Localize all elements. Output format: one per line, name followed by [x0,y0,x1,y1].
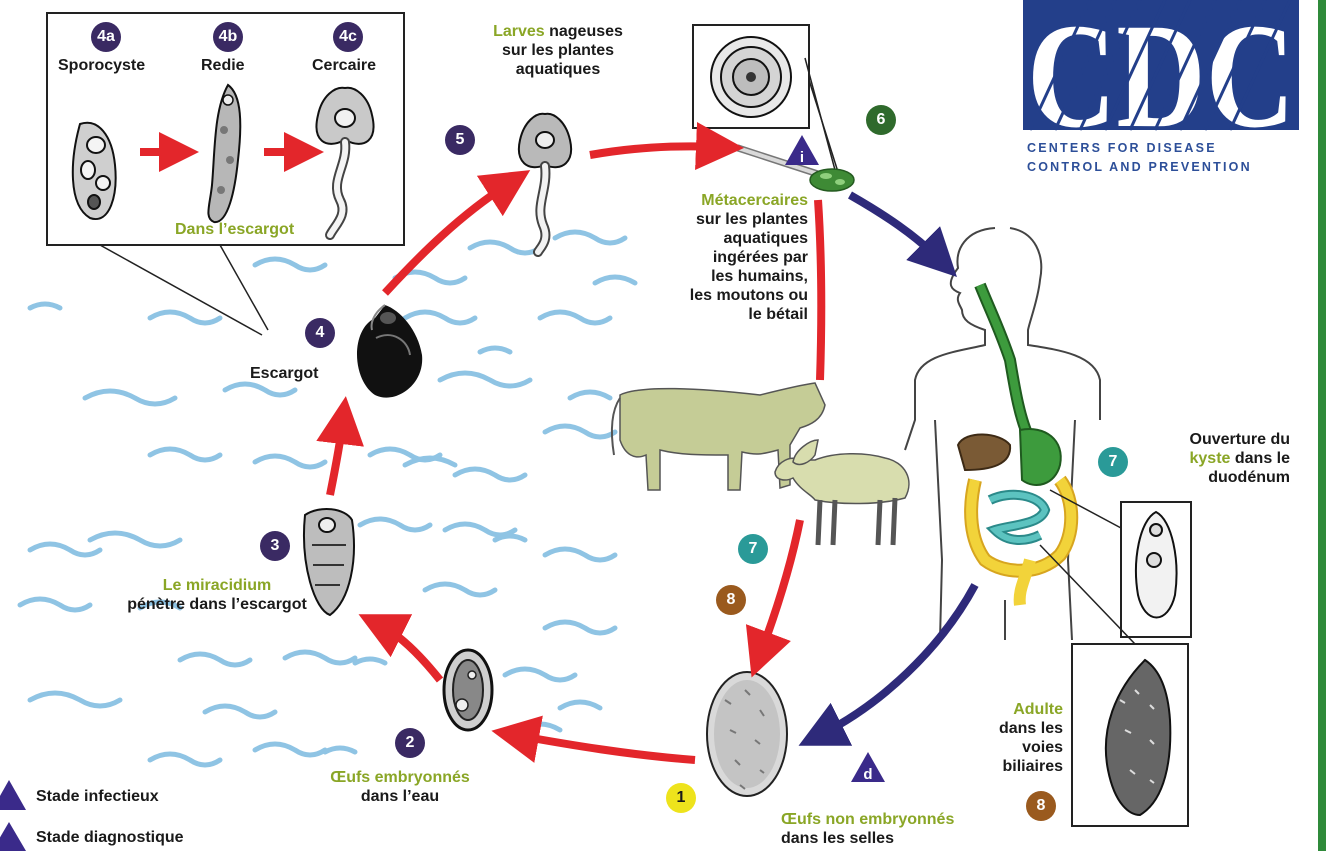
arrow-3-to-4 [330,420,343,495]
arrow-2-to-3 [380,625,440,680]
miracidium-rest: pénètre dans l’escargot [92,595,342,614]
arrow-human-to-1 [820,585,975,735]
larves-green: Larves [493,23,545,40]
ouverture-line-1: Ouverture du [1130,430,1290,449]
label-ouverture-kyste: Ouverture du kyste dans le duodénum [1130,430,1290,487]
arrow-meta-down [818,200,821,380]
oeufs-non-rest: dans les selles [781,829,954,848]
meta-green: Métacercaires [636,191,808,210]
meta-line-1: sur les plantes [636,210,808,229]
meta-line-2: aquatiques [636,229,808,248]
infectious-marker-letter: i [800,149,804,166]
digestive-tract-illustration [958,285,1071,605]
label-oeufs-embryonnes: Œufs embryonnés dans l’eau [320,768,480,806]
label-cercaire: Cercaire [312,56,376,75]
unembryonated-egg-illustration [707,672,787,796]
legend-infectious: Stade infectieux [36,787,159,806]
larves-rest-3: aquatiques [468,60,648,79]
swimming-larva-illustration [519,114,571,252]
stage-8-badge-animals: 8 [716,585,746,615]
snail-illustration [357,305,422,398]
stage-2-badge: 2 [395,728,425,758]
meta-line-4: les humains, [636,267,808,286]
label-sporocyste: Sporocyste [58,56,145,75]
ouverture-line-3: duodénum [1130,468,1290,487]
larves-rest-2: sur les plantes [468,41,648,60]
adulte-line-2: voies [960,738,1063,757]
stage-3-badge: 3 [260,531,290,561]
stage-8-badge-human: 8 [1026,791,1056,821]
stage-7-badge-human: 7 [1098,447,1128,477]
cdc-logo-graphic: CDC [1023,0,1299,159]
label-oeufs-non-embryonnes: Œufs non embryonnés dans les selles [781,810,954,848]
badge-4a: 4a [91,22,121,52]
label-dans-escargot: Dans l’escargot [175,220,294,239]
stage-5-badge: 5 [445,125,475,155]
badge-4c: 4c [333,22,363,52]
arrow-1-to-2 [515,735,695,760]
badge-4b: 4b [213,22,243,52]
stage-1-badge: 1 [666,783,696,813]
adulte-line-1: dans les [960,719,1063,738]
adulte-line-3: biliaires [960,757,1063,776]
stage-7-badge-animals: 7 [738,534,768,564]
legend-infectious-triangle [0,780,26,810]
label-adulte: Adulte dans les voies biliaires [960,700,1063,776]
embryonated-egg-illustration [444,650,492,730]
stage-4-badge: 4 [305,318,335,348]
water-waves [20,232,635,765]
right-border [1318,0,1326,851]
ouverture-line-2: dans le [1230,450,1290,467]
arrow-5-to-6 [590,146,720,155]
label-redie: Redie [201,56,245,75]
adulte-green: Adulte [960,700,1063,719]
oeufs-emb-green: Œufs embryonnés [320,768,480,787]
meta-line-5: les moutons ou [636,286,808,305]
label-metacercaires: Métacercaires sur les plantes aquatiques… [636,191,808,324]
miracidium-green: Le miracidium [92,576,342,595]
oeufs-emb-rest: dans l’eau [320,787,480,806]
legend-diagnostic-triangle [0,822,26,851]
stage-6-badge: 6 [866,105,896,135]
label-escargot: Escargot [250,364,318,383]
arrow-animals-to-1 [760,520,800,655]
cdc-line-1: CENTERS FOR DISEASE [1027,141,1217,155]
label-miracidium: Le miracidium pénètre dans l’escargot [92,576,342,614]
legend-diagnostic: Stade diagnostique [36,828,184,847]
human-body-illustration [905,228,1100,640]
label-larves: Larves nageuses sur les plantes aquatiqu… [468,22,648,79]
meta-line-3: ingérées par [636,248,808,267]
arrow-6-to-human [850,195,940,260]
meta-line-6: le bétail [636,305,808,324]
diagnostic-marker-letter: d [863,766,872,783]
ouverture-green: kyste [1190,450,1231,467]
oeufs-non-green: Œufs non embryonnés [781,810,954,829]
cdc-line-2: CONTROL AND PREVENTION [1027,160,1252,174]
larves-rest-1: nageuses [545,23,623,40]
